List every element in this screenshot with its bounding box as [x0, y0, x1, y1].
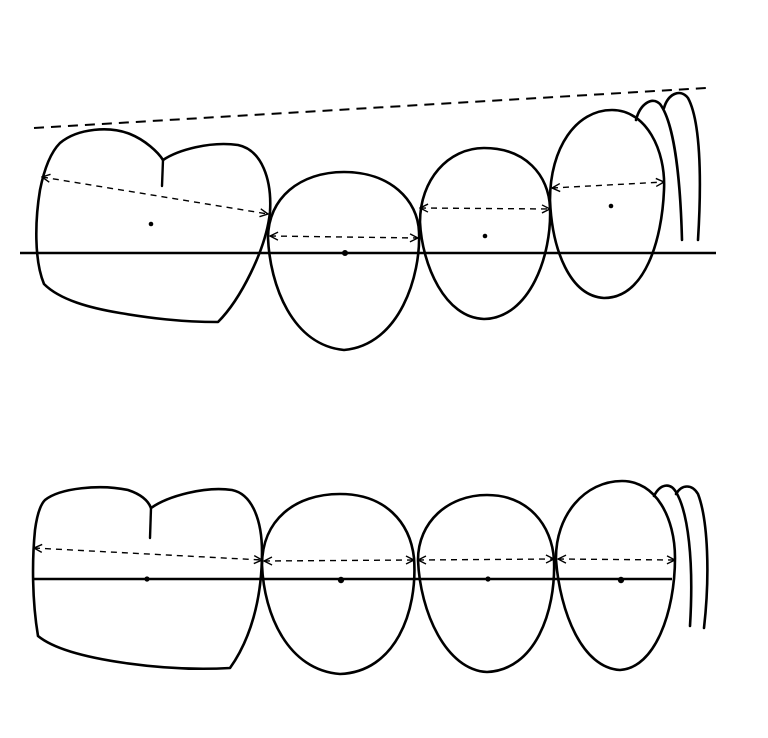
- upper-incisor-silhouette-2: [662, 91, 702, 242]
- lower-molar-groove: [148, 506, 153, 540]
- lower-molar-outline: [31, 485, 264, 671]
- lower-molar-width-arrow: [34, 548, 262, 560]
- lower-premolar-2-center-dot: [337, 576, 345, 584]
- lower-premolar-1-width-arrow: [418, 559, 554, 560]
- lower-molar-center-dot: [144, 576, 150, 582]
- lower-canine-outline: [554, 479, 677, 672]
- lower-premolar-1-outline: [416, 493, 556, 674]
- lower-premolar-2-width-arrow: [264, 560, 414, 561]
- upper-premolar-2-center-dot: [342, 250, 348, 256]
- upper-molar-width-arrow: [42, 177, 268, 214]
- upper-molar-center-dot: [148, 221, 154, 227]
- lower-incisor-silhouette-2: [674, 485, 709, 630]
- upper-canine-width-arrow: [552, 182, 664, 188]
- upper-canine-outline: [548, 108, 666, 300]
- upper-premolar-2-width-arrow: [270, 236, 418, 238]
- upper-premolar-2-outline: [266, 170, 421, 352]
- lower-incisor-silhouette-1: [652, 484, 693, 628]
- lower-canine-width-arrow: [558, 559, 675, 560]
- upper-premolar-1-outline: [418, 146, 552, 321]
- upper-molar-outline: [35, 128, 272, 324]
- upper-premolar-1-width-arrow: [420, 208, 550, 209]
- lower-panel: [31, 479, 709, 676]
- upper-premolar-1-center-dot: [482, 233, 488, 239]
- lower-canine-center-dot: [617, 576, 625, 584]
- upper-cusp-reference-line: [33, 87, 707, 129]
- upper-panel: [20, 87, 716, 352]
- upper-canine-center-dot: [608, 203, 614, 209]
- lower-premolar-1-center-dot: [485, 576, 491, 582]
- lower-premolar-2-outline: [260, 492, 416, 676]
- upper-molar-groove: [160, 158, 165, 188]
